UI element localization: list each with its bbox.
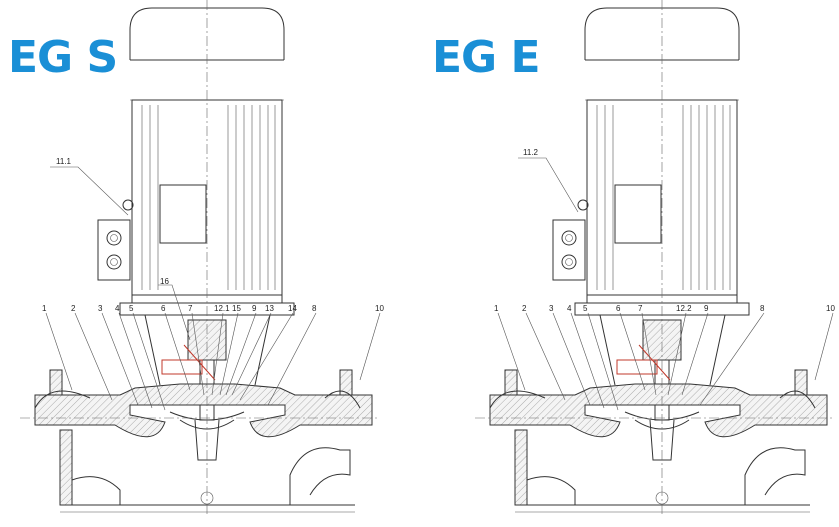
callout-12-1: 12.1: [214, 304, 230, 313]
callout-9: 9: [252, 304, 257, 313]
callout-r4: 4: [567, 304, 572, 313]
callout-11-2: 11.2: [523, 148, 539, 157]
callout-5: 5: [129, 304, 134, 313]
callout-r2: 2: [522, 304, 527, 313]
callout-r8: 8: [760, 304, 765, 313]
callout-r6: 6: [616, 304, 621, 313]
callout-3: 3: [98, 304, 103, 313]
title-eg-e: EG E: [432, 32, 541, 83]
callout-1: 1: [42, 304, 47, 313]
right-leaders: [497, 157, 834, 411]
callout-2: 2: [71, 304, 76, 313]
title-eg-s: EG S: [8, 32, 118, 83]
callout-r12-2: 12.2: [676, 304, 692, 313]
left-callout-labels: 11.1 1 2 3 4 5 16 6 7 12.1 15 9 13 14 8 …: [42, 157, 384, 313]
callout-4: 4: [115, 304, 120, 313]
callout-8: 8: [312, 304, 317, 313]
callout-r3: 3: [549, 304, 554, 313]
right-callout-labels: 11.2 1 2 3 4 5 6 7 12.2 9 8 10: [494, 148, 835, 313]
callout-r10: 10: [826, 304, 835, 313]
callout-6: 6: [161, 304, 166, 313]
callout-15: 15: [232, 304, 241, 313]
callout-r7: 7: [638, 304, 643, 313]
left-leaders: [45, 166, 381, 411]
callout-r5: 5: [583, 304, 588, 313]
callout-14: 14: [288, 304, 297, 313]
callout-r1: 1: [494, 304, 499, 313]
callout-7: 7: [188, 304, 193, 313]
callout-13: 13: [265, 304, 274, 313]
callout-11-1: 11.1: [56, 157, 72, 166]
callout-16: 16: [160, 277, 169, 286]
callout-10: 10: [375, 304, 384, 313]
callout-r9: 9: [704, 304, 709, 313]
